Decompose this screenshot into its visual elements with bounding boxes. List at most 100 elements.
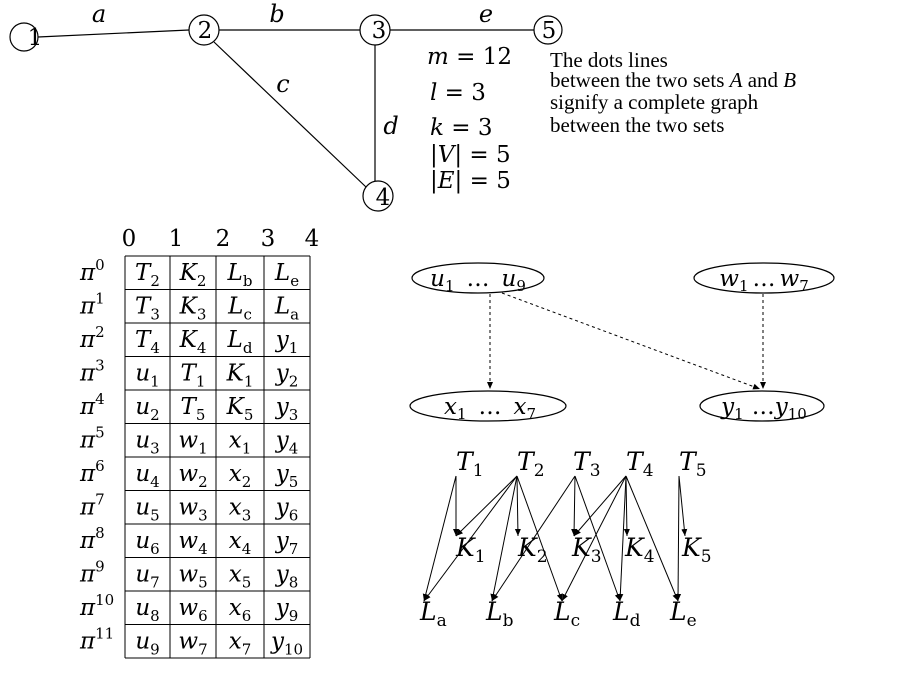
table-cell: u4 — [135, 461, 159, 491]
table-row-label: π9 — [79, 558, 105, 588]
table-cell: T3 — [135, 294, 160, 324]
table-cell: w6 — [178, 595, 207, 625]
table-row-label: π10 — [79, 591, 114, 621]
task-edge-T4-K3 — [573, 475, 627, 537]
table-cell: T2 — [135, 260, 160, 290]
set-y: y1…y10 — [699, 390, 825, 423]
graph-edge-label-b: b — [269, 0, 284, 28]
table-cell: w5 — [178, 562, 207, 592]
graph-edge-label-c: c — [276, 70, 289, 98]
graph-node-5: 5 — [533, 15, 563, 45]
table-cell: y9 — [275, 595, 299, 625]
table-column-header: 1 — [169, 226, 184, 252]
task-node-K4: K4 — [624, 533, 655, 567]
set-diagram: u1…u9 w1…w7 x1…x7 y1…y10 — [409, 262, 835, 423]
table-row-label: π8 — [79, 524, 105, 554]
set-x: x1…x7 — [409, 390, 567, 423]
param-k: k = 3 — [430, 115, 492, 141]
note-line-2: between the two sets A and B — [550, 68, 796, 92]
task-node-Lb: Lb — [485, 597, 514, 631]
table-cell: K3 — [179, 294, 207, 324]
table-row: π10 u8 w6 x6 y9 — [79, 590, 310, 625]
table-row: π9 u7 w5 x5 y8 — [79, 557, 310, 592]
table-cell: w1 — [178, 428, 207, 458]
task-edge-T4-Lc — [561, 475, 627, 602]
table-cell: u5 — [135, 495, 159, 525]
table-cell: w4 — [178, 528, 207, 558]
table-row-label: π3 — [79, 357, 105, 387]
task-edge-T2-Lb — [490, 475, 518, 602]
graph-node-label: 2 — [198, 18, 213, 44]
table-cell: K1 — [226, 361, 254, 391]
graph-node-3: 3 — [359, 14, 391, 46]
table-row-label: π7 — [79, 491, 105, 521]
graph-edge-label-a: a — [92, 0, 106, 28]
table-cell: T4 — [135, 327, 160, 357]
table-cell: u3 — [135, 428, 159, 458]
table-row-label: π5 — [79, 424, 105, 454]
table-cell: x5 — [229, 562, 252, 592]
table-cell: y5 — [275, 461, 299, 491]
task-node-K2: K2 — [517, 533, 548, 567]
table-column-header: 4 — [305, 226, 320, 252]
task-node-K5: K5 — [681, 533, 712, 567]
task-edge-T3-Lb — [491, 475, 576, 602]
table-row-label: π6 — [79, 457, 105, 487]
table-cell: Ld — [227, 327, 253, 357]
table-row-label: π0 — [79, 256, 105, 286]
table-cell: x6 — [229, 595, 252, 625]
table-row: π6 u4 w2 x2 y5 — [79, 456, 310, 491]
task-node-K1: K1 — [455, 533, 486, 567]
table-cell: u7 — [135, 562, 159, 592]
table-cell: K2 — [179, 260, 207, 290]
table-column-header: 0 — [122, 226, 137, 252]
task-node-T2: T2 — [517, 447, 545, 481]
table-cell: x4 — [229, 528, 252, 558]
task-node-T1: T1 — [456, 447, 484, 481]
param-l: l = 3 — [430, 80, 486, 106]
set-u: u1…u9 — [411, 262, 545, 295]
set-y-label: y1…y10 — [720, 394, 807, 423]
set-u-label: u1…u9 — [430, 266, 526, 295]
note-line-1: The dots lines — [550, 48, 668, 72]
set-w-label: w1…w7 — [719, 266, 808, 295]
graph-node-label: 1 — [28, 25, 43, 51]
table-cell: u8 — [135, 595, 159, 625]
set-x-label: x1…x7 — [444, 394, 536, 423]
task-edge-T5-Le — [675, 475, 682, 602]
table-cell: w7 — [178, 629, 207, 659]
graph-parameters: m = 12 l = 3 k = 3 |V| = 5 |E| = 5 — [427, 44, 512, 194]
graph-node-4: 4 — [362, 180, 394, 212]
note-line-3: signify a complete graph — [550, 90, 759, 114]
table-cell: y8 — [275, 562, 299, 592]
table-cell: x3 — [229, 495, 252, 525]
table-cell: K5 — [226, 394, 254, 424]
graph-node-label: 3 — [372, 18, 387, 44]
table-row-label: π11 — [79, 625, 114, 655]
task-edge-T2-K2 — [514, 475, 521, 537]
table-cell: w2 — [178, 461, 207, 491]
table-cell: x2 — [229, 461, 252, 491]
task-edge-T2-K1 — [455, 475, 518, 537]
task-edge-T3-K3 — [571, 475, 578, 537]
table-cell: y2 — [275, 361, 299, 391]
param-e: |E| = 5 — [430, 168, 511, 194]
table-cell: u6 — [135, 528, 159, 558]
table-cell: u1 — [135, 361, 159, 391]
table-cell: y1 — [275, 327, 299, 357]
task-node-K3: K3 — [571, 533, 602, 567]
param-v: |V| = 5 — [430, 142, 511, 168]
graph-edge-label-d: d — [383, 112, 398, 140]
table-cell: w3 — [178, 495, 207, 525]
table-cell: Le — [274, 260, 299, 290]
task-node-La: La — [419, 597, 447, 631]
